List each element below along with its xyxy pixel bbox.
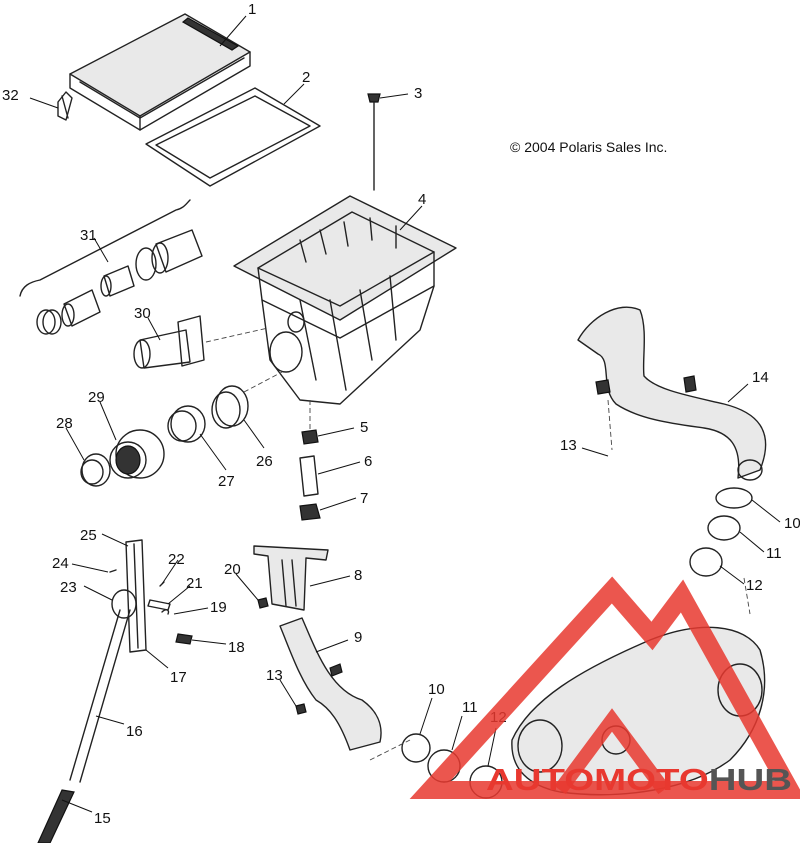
part-duct-9 — [279, 617, 382, 751]
callout-22: 22 — [168, 551, 185, 568]
part-gasket — [145, 87, 321, 187]
callout-6: 6 — [364, 453, 372, 470]
part-intake-tube — [133, 315, 205, 369]
leader-lines — [29, 15, 781, 813]
part-bracket — [253, 545, 329, 611]
callout-18: 18 — [228, 639, 245, 656]
callout-10-right: 10 — [784, 515, 800, 532]
watermark-moto: MOTO — [594, 762, 709, 797]
callout-29: 29 — [88, 389, 105, 406]
callout-32: 32 — [2, 87, 19, 104]
callout-21: 21 — [186, 575, 203, 592]
callout-5: 5 — [360, 419, 368, 436]
callout-11-right: 11 — [766, 545, 782, 562]
part-boot-clamps — [80, 385, 249, 487]
callout-1: 1 — [248, 1, 256, 18]
callout-14: 14 — [752, 369, 769, 386]
watermark-auto: AUTO — [486, 762, 594, 797]
part-drain-assembly — [299, 429, 321, 521]
part-air-filter-set — [19, 199, 203, 335]
callout-26: 26 — [256, 453, 273, 470]
callout-19: 19 — [210, 599, 227, 616]
callout-24: 24 — [52, 555, 69, 572]
part-duct-14 — [577, 306, 767, 481]
callout-25: 25 — [80, 527, 97, 544]
assembly-lines — [205, 327, 751, 761]
part-screw-3 — [367, 93, 381, 191]
callout-13-bottom: 13 — [266, 667, 283, 684]
part-air-box-cover — [69, 13, 251, 131]
part-clamps-right — [689, 487, 753, 577]
callout-4: 4 — [418, 191, 426, 208]
watermark-triangle-icon — [409, 576, 800, 799]
callout-27: 27 — [218, 473, 235, 490]
callout-15: 15 — [94, 810, 111, 827]
callout-13-right: 13 — [560, 437, 577, 454]
callout-10-bottom: 10 — [428, 681, 445, 698]
callout-12-right: 12 — [746, 577, 763, 594]
callout-labels: 1 2 3 4 5 6 7 8 9 10 10 11 11 12 12 13 1… — [2, 1, 800, 827]
part-air-box — [233, 195, 457, 405]
part-linkage — [37, 539, 307, 843]
part-clip — [57, 91, 73, 121]
copyright-text: © 2004 Polaris Sales Inc. — [510, 139, 667, 155]
callout-16: 16 — [126, 723, 143, 740]
callout-17: 17 — [170, 669, 187, 686]
callout-20: 20 — [224, 561, 241, 578]
callout-8: 8 — [354, 567, 362, 584]
callout-28: 28 — [56, 415, 73, 432]
watermark-hub: HUB — [709, 762, 792, 797]
callout-11-bottom: 11 — [462, 699, 478, 716]
callout-23: 23 — [60, 579, 77, 596]
callout-7: 7 — [360, 490, 368, 507]
callout-3: 3 — [414, 85, 422, 102]
callout-31: 31 — [80, 227, 97, 244]
callout-2: 2 — [302, 69, 310, 86]
callout-9: 9 — [354, 629, 362, 646]
callout-30: 30 — [134, 305, 151, 322]
